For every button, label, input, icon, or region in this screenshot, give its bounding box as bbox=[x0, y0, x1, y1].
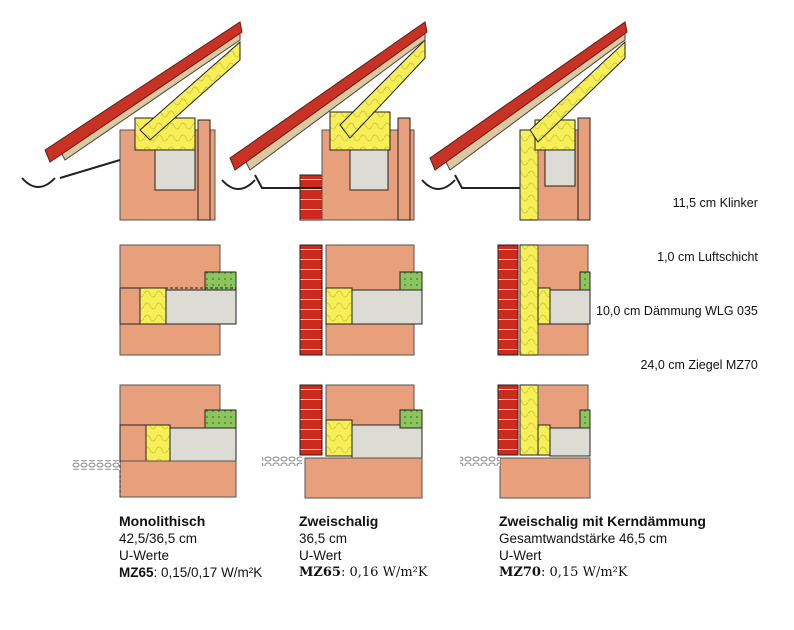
caption-u-label: U-Wert bbox=[299, 548, 342, 563]
legend-line-air-gap: 1,0 cm Luftschicht bbox=[657, 250, 758, 264]
slab-detail-double-shell bbox=[299, 244, 423, 356]
caption-u-prefix: MZ70 bbox=[499, 565, 541, 580]
caption-title: Zweischalig mit Kerndämmung bbox=[499, 513, 706, 529]
caption-core-insulation: Zweischalig mit Kerndämmung Gesamtwandst… bbox=[499, 513, 706, 581]
legend-line-insulation: 10,0 cm Dämmung WLG 035 bbox=[596, 304, 758, 318]
caption-thickness: 42,5/36,5 cm bbox=[119, 531, 198, 546]
caption-u-prefix: MZ65 bbox=[299, 565, 341, 580]
caption-u-prefix: MZ65 bbox=[119, 565, 154, 580]
eaves-detail-double-shell bbox=[221, 21, 428, 221]
legend-line-brick: 24,0 cm Ziegel MZ70 bbox=[640, 358, 758, 372]
caption-u-value: : 0,15/0,17 W/m²K bbox=[153, 565, 263, 580]
caption-u-value: : 0,15 W/m²K bbox=[540, 565, 628, 580]
caption-u-label: U-Werte bbox=[119, 548, 170, 563]
caption-thickness: Gesamtwandstärke 46,5 cm bbox=[499, 531, 668, 546]
caption-u-value: : 0,16 W/m²K bbox=[340, 565, 428, 580]
layer-legend: 11,5 cm Klinker 1,0 cm Luftschicht 10,0 … bbox=[596, 158, 758, 392]
base-detail-monolithic bbox=[72, 384, 237, 498]
slab-detail-core-insulation bbox=[497, 244, 591, 356]
caption-title: Monolithisch bbox=[119, 513, 206, 529]
base-detail-double-shell bbox=[262, 384, 423, 499]
slab-detail-monolithic bbox=[119, 244, 237, 356]
base-detail-core-insulation bbox=[460, 384, 591, 499]
caption-double-shell: Zweischalig 36,5 cm U-Wert MZ65: 0,16 W/… bbox=[299, 513, 428, 581]
caption-thickness: 36,5 cm bbox=[299, 531, 348, 546]
eaves-detail-monolithic bbox=[21, 21, 243, 221]
caption-title: Zweischalig bbox=[299, 513, 379, 529]
caption-monolithic: Monolithisch 42,5/36,5 cm U-Werte MZ65: … bbox=[119, 513, 262, 581]
caption-u-label: U-Wert bbox=[499, 548, 542, 563]
eaves-detail-core-insulation bbox=[421, 21, 628, 221]
legend-line-clinker: 11,5 cm Klinker bbox=[672, 196, 758, 210]
